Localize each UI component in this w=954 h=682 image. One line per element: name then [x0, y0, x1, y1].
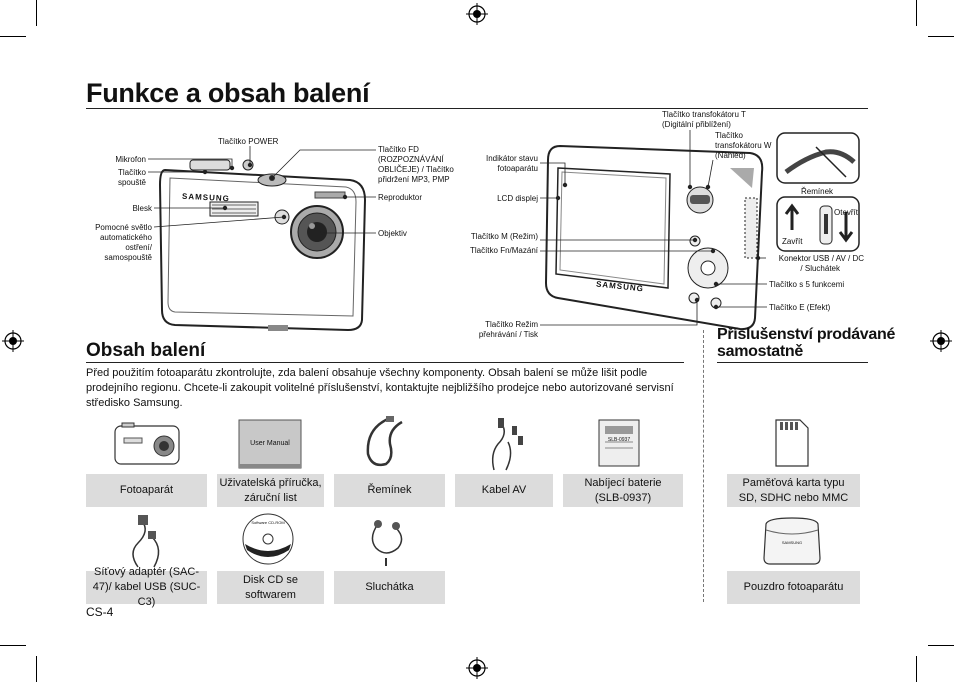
crop-mark — [36, 0, 37, 26]
cd-thumb-text: Software CD-ROM — [251, 520, 285, 525]
package-item-av-cable: Kabel AV — [455, 474, 553, 507]
section-heading-accessories-2: samostatně — [717, 343, 803, 360]
label-otevrit: Otevřít — [834, 208, 859, 217]
package-item-adapter: Síťový adaptér (SAC-47)/ kabel USB (SUC-… — [86, 566, 207, 608]
accessories-rule — [717, 362, 868, 363]
package-item-camera: Fotoaparát — [86, 474, 207, 507]
label-konektor-2: / Sluchátek — [800, 264, 840, 273]
sd-card-icon — [775, 419, 809, 467]
manual-icon — [238, 419, 302, 469]
strap-inset — [776, 132, 860, 184]
label-zavrit: Zavřít — [782, 237, 803, 246]
connector-inset — [776, 196, 860, 252]
av-cable-icon — [491, 418, 523, 471]
battery-thumb-text: SLB-0937 — [607, 437, 631, 443]
crop-mark — [916, 656, 917, 682]
crop-mark — [0, 645, 26, 646]
camera-icon — [114, 422, 180, 465]
label-efekt: Tlačítko E (Efekt) — [769, 303, 831, 312]
label-rezim-m: Tlačítko M (Režim) — [470, 232, 538, 241]
camera-case-icon — [763, 517, 821, 565]
label-prehravani-2: přehrávání / Tisk — [478, 330, 538, 339]
label-fd-1: Tlačítko FD — [378, 145, 419, 154]
label-funkce5: Tlačítko s 5 funkcemi — [769, 280, 845, 289]
strap-icon — [366, 416, 403, 467]
label-zoom-w-1: Tlačítko — [715, 131, 744, 140]
label-spoust-1: Tlačítko — [117, 168, 146, 177]
package-item-label: Fotoaparát — [119, 484, 174, 496]
label-power: Tlačítko POWER — [218, 137, 279, 146]
earphones-icon — [371, 520, 403, 566]
camera-front-diagram — [158, 159, 367, 332]
battery-icon — [598, 419, 640, 467]
crop-mark — [916, 0, 917, 26]
label-svetlo-2: automatického — [99, 233, 152, 242]
package-item-label: Sluchátka — [365, 581, 414, 593]
crop-mark — [928, 36, 954, 37]
title-rule — [86, 108, 868, 109]
package-item-cd: Disk CD se softwarem — [217, 571, 324, 604]
accessory-item-label: Pouzdro fotoaparátu — [743, 581, 844, 593]
label-svetlo-1: Pomocné světlo — [95, 223, 152, 232]
label-zoom-w-3: (Náhled) — [715, 151, 746, 160]
package-item-label: Nabíjecí baterie (SLB-0937) — [584, 476, 662, 504]
label-zoom-t-2: (Digitální přiblížení) — [662, 120, 731, 129]
label-spoust-2: spouště — [117, 178, 146, 187]
label-fd-2: (ROZPOZNÁVÁNÍ — [378, 155, 444, 164]
label-fd-3: OBLIČEJE) / Tlačítko — [378, 165, 454, 174]
label-zoom-t-1: Tlačítko transfokátoru T — [662, 110, 746, 119]
label-fd-4: přidržení MP3, PMP — [378, 175, 450, 184]
section-heading-package: Obsah balení — [86, 340, 206, 361]
column-separator — [703, 330, 705, 602]
package-item-earphones: Sluchátka — [334, 571, 445, 604]
registration-mark-icon — [930, 330, 952, 352]
label-fn: Tlačítko Fn/Mazání — [469, 246, 538, 255]
package-item-label: Kabel AV — [481, 484, 527, 496]
cd-icon — [242, 513, 294, 565]
section-heading-accessories-1: Příslušenství prodávané — [717, 326, 896, 343]
label-mikrofon: Mikrofon — [115, 155, 146, 164]
label-remen: Řemínek — [801, 187, 834, 196]
package-item-label: Uživatelská příručka, záruční list — [219, 476, 322, 504]
label-zoom-w-2: transfokátoru W — [715, 141, 772, 150]
package-item-manual: Uživatelská příručka, záruční list — [217, 474, 324, 507]
page-number: CS-4 — [86, 605, 114, 619]
label-blesk: Blesk — [132, 204, 152, 213]
package-item-label: Disk CD se softwarem — [242, 573, 298, 601]
accessory-item-label: Paměťová karta typu SD, SDHC nebo MMC — [738, 476, 849, 504]
label-lcd: LCD displej — [497, 194, 538, 203]
label-indikator-2: fotoaparátu — [497, 164, 538, 173]
page-title: Funkce a obsah balení — [86, 78, 370, 108]
package-item-battery: Nabíjecí baterie (SLB-0937) — [563, 474, 683, 507]
crop-mark — [36, 656, 37, 682]
label-konektor-1: Konektor USB / AV / DC — [778, 254, 864, 263]
registration-mark-icon — [466, 3, 488, 25]
manual-thumb-text: User Manual — [250, 440, 290, 447]
label-svetlo-3: ostření/ — [125, 243, 152, 252]
crop-mark — [928, 645, 954, 646]
package-item-label: Řemínek — [367, 484, 412, 496]
package-item-strap: Řemínek — [334, 474, 445, 507]
package-item-label: Síťový adaptér (SAC-47)/ kabel USB (SUC-… — [92, 566, 201, 608]
label-indikator-1: Indikátor stavu — [485, 154, 538, 163]
package-intro: Před použitím fotoaparátu zkontrolujte, … — [86, 367, 674, 409]
registration-mark-icon — [466, 657, 488, 679]
package-rule — [86, 362, 684, 363]
registration-mark-icon — [2, 330, 24, 352]
crop-mark — [0, 36, 26, 37]
label-objektiv: Objektiv — [378, 229, 407, 238]
accessory-item-sd-card: Paměťová karta typu SD, SDHC nebo MMC — [727, 474, 860, 507]
label-svetlo-4: samospouště — [104, 253, 152, 262]
adapter-icon — [132, 515, 160, 568]
label-reproduktor: Reproduktor — [378, 193, 423, 202]
case-thumb-text: SAMSUNG — [781, 540, 803, 545]
accessory-item-case: Pouzdro fotoaparátu — [727, 571, 860, 604]
label-prehravani-1: Tlačítko Režim — [485, 320, 538, 329]
